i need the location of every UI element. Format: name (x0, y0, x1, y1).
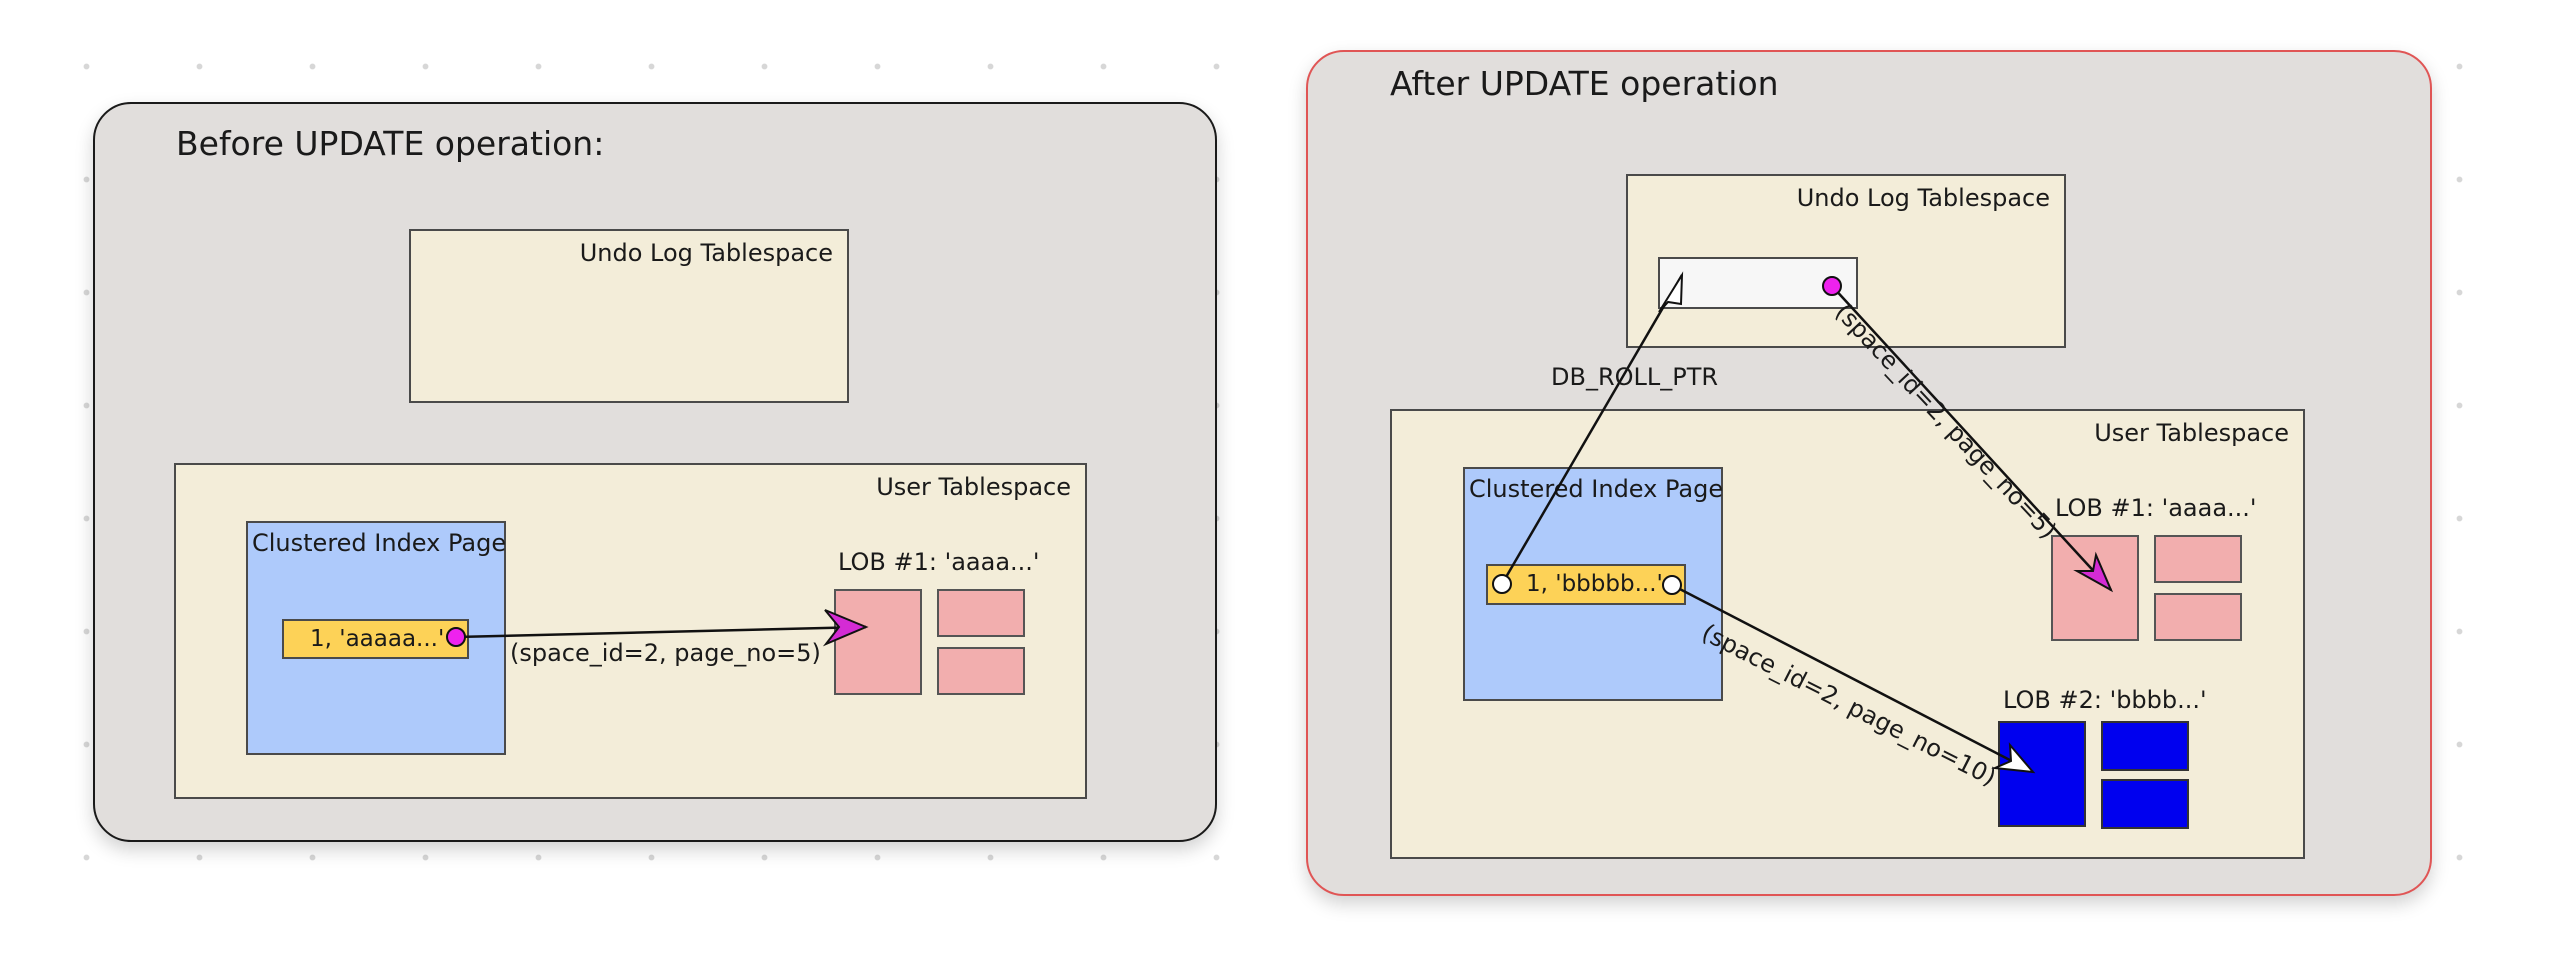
before-user-tablespace-label: User Tablespace (876, 473, 1071, 501)
after-user-tablespace-label: User Tablespace (2094, 419, 2289, 447)
after-lob1-label: LOB #1: 'aaaa...' (2055, 494, 2257, 522)
before-panel-title: Before UPDATE operation: (176, 124, 605, 163)
before-undo-log-tablespace: Undo Log Tablespace (409, 229, 849, 403)
before-lob1-label: LOB #1: 'aaaa...' (838, 548, 1040, 576)
after-lob2-first-page (1998, 721, 2086, 827)
after-lob2-label: LOB #2: 'bbbb...' (2003, 686, 2207, 714)
after-index-row: 1, 'bbbbb...' (1486, 564, 1686, 605)
before-index-row: 1, 'aaaaa...' (282, 619, 469, 659)
after-lob2-page (2101, 779, 2189, 829)
before-lob1-page (937, 589, 1025, 637)
roll-ptr-origin-dot (1492, 574, 1512, 594)
row-lob2-pointer-line (1671, 583, 2034, 774)
after-panel-title: After UPDATE operation (1390, 64, 1779, 103)
row-lob2-arrowhead (1991, 742, 2036, 774)
before-clustered-index-label: Clustered Index Page (252, 529, 507, 557)
after-row-pointer-dot (1662, 575, 1682, 595)
after-lob1-page (2154, 535, 2242, 583)
undo-lob1-pointer-label: (space_id=2, page_no=5) (1830, 298, 2063, 544)
before-lob-pointer-line (455, 625, 867, 639)
roll-ptr-label: DB_ROLL_PTR (1551, 363, 1718, 391)
before-pointer-dot (446, 627, 466, 647)
after-undo-log-label: Undo Log Tablespace (1796, 184, 2050, 212)
before-pointer-label: (space_id=2, page_no=5) (510, 639, 821, 667)
after-clustered-index-label: Clustered Index Page (1469, 475, 1724, 503)
after-lob2-page (2101, 721, 2189, 771)
roll-ptr-arrowhead (1658, 271, 1684, 313)
after-lob1-page (2154, 593, 2242, 641)
after-row-text: 1, 'bbbbb...' (1526, 571, 1663, 597)
before-row-text: 1, 'aaaaa...' (310, 626, 445, 652)
undo-record-pointer-dot (1822, 276, 1842, 296)
before-lob-arrowhead (822, 609, 869, 647)
row-lob2-pointer-label: (space_id=2, page_no=10) (1697, 618, 2000, 791)
before-lob1-first-page (834, 589, 922, 695)
before-lob1-page (937, 647, 1025, 695)
before-undo-log-label: Undo Log Tablespace (579, 239, 833, 267)
undo-lob1-arrowhead (2073, 551, 2114, 593)
after-lob1-first-page (2051, 535, 2139, 641)
undo-lob1-pointer-line (1831, 285, 2112, 591)
roll-ptr-line (1500, 274, 1684, 585)
